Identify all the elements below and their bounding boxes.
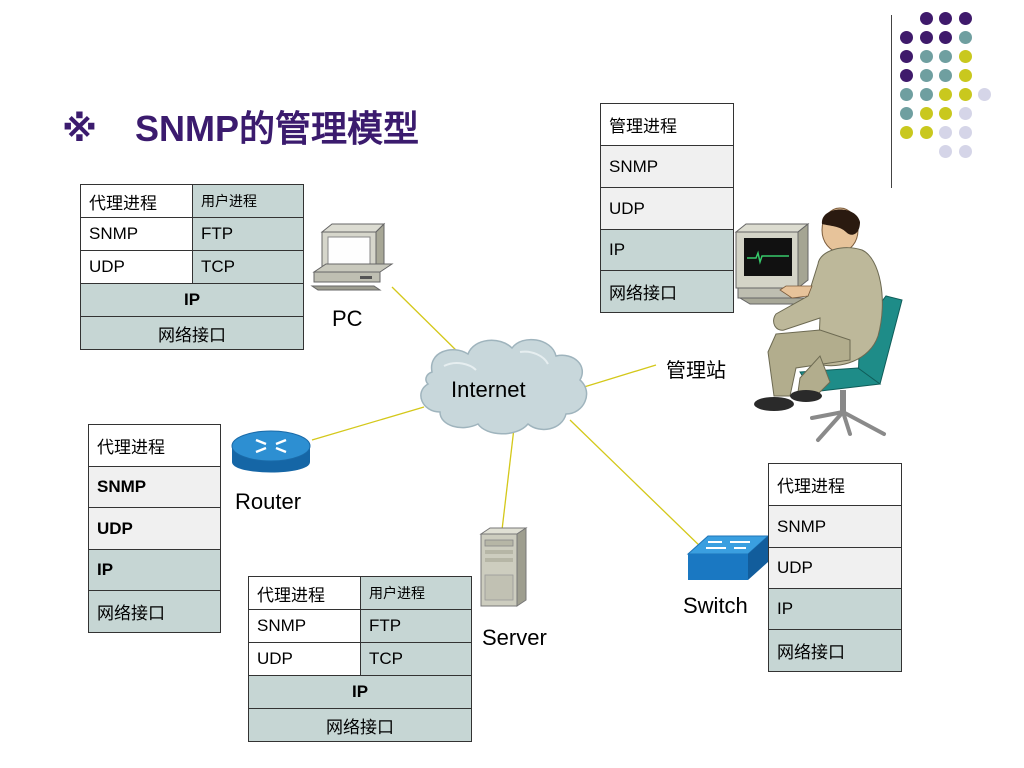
switch-icon bbox=[686, 535, 770, 580]
decorative-dot bbox=[919, 31, 933, 44]
reference-mark: ※ bbox=[62, 108, 97, 149]
manager-snmp: SNMP bbox=[600, 145, 734, 188]
decorative-dot bbox=[919, 69, 933, 82]
pc-ip: IP bbox=[80, 283, 304, 317]
server-udp: UDP bbox=[248, 642, 361, 676]
manager-workstation-icon bbox=[734, 207, 903, 442]
router-network-interface: 网络接口 bbox=[88, 590, 221, 633]
decorative-dot bbox=[900, 126, 913, 139]
decorative-dot bbox=[939, 126, 952, 139]
pc-user-process: 用户进程 bbox=[192, 184, 304, 218]
decorative-dot bbox=[939, 31, 952, 44]
pc-snmp: SNMP bbox=[80, 217, 193, 251]
decorative-dot bbox=[919, 50, 933, 63]
decorative-dot bbox=[900, 31, 913, 44]
decorative-dots bbox=[900, 12, 1010, 172]
internet-label: Internet bbox=[451, 377, 526, 402]
router-label: Router bbox=[235, 489, 302, 514]
decorative-dot bbox=[939, 50, 952, 63]
link-router bbox=[311, 406, 425, 441]
router-udp: UDP bbox=[88, 507, 221, 550]
pc-label: PC bbox=[332, 306, 363, 331]
decorative-dot bbox=[958, 50, 972, 63]
decorative-dot bbox=[900, 69, 913, 82]
server-protocol-stack: 代理进程 用户进程 SNMP FTP UDP TCP IP 网络接口 bbox=[248, 576, 472, 742]
decorative-dot bbox=[919, 107, 933, 120]
decorative-dot bbox=[919, 88, 933, 101]
switch-label: Switch bbox=[683, 593, 748, 618]
server-ftp: FTP bbox=[360, 609, 472, 643]
router-ip: IP bbox=[88, 549, 221, 591]
switch-udp: UDP bbox=[768, 547, 902, 589]
manager-udp: UDP bbox=[600, 187, 734, 230]
manager-process: 管理进程 bbox=[600, 103, 734, 146]
link-server bbox=[501, 427, 515, 531]
decorative-dot bbox=[900, 107, 913, 120]
link-switch bbox=[569, 419, 705, 551]
manager-network-interface: 网络接口 bbox=[600, 270, 734, 313]
decorative-dot bbox=[939, 12, 952, 25]
pc-udp: UDP bbox=[80, 250, 193, 284]
switch-agent-process: 代理进程 bbox=[768, 463, 902, 506]
server-ip: IP bbox=[248, 675, 472, 709]
pc-agent-process: 代理进程 bbox=[80, 184, 193, 218]
router-protocol-stack: 代理进程 SNMP UDP IP 网络接口 bbox=[88, 424, 221, 633]
server-icon bbox=[479, 527, 528, 607]
decorative-dot bbox=[900, 88, 913, 101]
title-text: SNMP的管理模型 bbox=[135, 108, 420, 149]
server-network-interface: 网络接口 bbox=[248, 708, 472, 742]
server-tcp: TCP bbox=[360, 642, 472, 676]
server-snmp: SNMP bbox=[248, 609, 361, 643]
pc-network-interface: 网络接口 bbox=[80, 316, 304, 350]
link-manager bbox=[583, 364, 657, 388]
divider-line bbox=[891, 15, 892, 188]
decorative-dot bbox=[939, 145, 952, 158]
switch-snmp: SNMP bbox=[768, 505, 902, 548]
pc-tcp: TCP bbox=[192, 250, 304, 284]
switch-protocol-stack: 代理进程 SNMP UDP IP 网络接口 bbox=[768, 463, 902, 672]
decorative-dot bbox=[958, 69, 972, 82]
server-agent-process: 代理进程 bbox=[248, 576, 361, 610]
router-snmp: SNMP bbox=[88, 466, 221, 508]
decorative-dot bbox=[958, 31, 972, 44]
page-title: ※ SNMP的管理模型 bbox=[62, 100, 419, 152]
decorative-dot bbox=[939, 107, 952, 120]
decorative-dot bbox=[978, 88, 991, 101]
switch-ip: IP bbox=[768, 588, 902, 630]
router-icon bbox=[231, 430, 311, 473]
server-label: Server bbox=[482, 625, 547, 650]
manager-protocol-stack: 管理进程 SNMP UDP IP 网络接口 bbox=[600, 103, 734, 313]
server-user-process: 用户进程 bbox=[360, 576, 472, 610]
decorative-dot bbox=[958, 88, 972, 101]
pc-icon bbox=[310, 222, 394, 291]
manager-label: 管理站 bbox=[666, 360, 726, 382]
decorative-dot bbox=[958, 12, 972, 25]
decorative-dot bbox=[939, 88, 952, 101]
pc-protocol-stack: 代理进程 用户进程 SNMP FTP UDP TCP IP 网络接口 bbox=[80, 184, 304, 350]
internet-cloud bbox=[420, 338, 588, 435]
decorative-dot bbox=[919, 12, 933, 25]
decorative-dot bbox=[900, 50, 913, 63]
decorative-dot bbox=[958, 126, 972, 139]
router-agent-process: 代理进程 bbox=[88, 424, 221, 467]
decorative-dot bbox=[939, 69, 952, 82]
decorative-dot bbox=[958, 107, 972, 120]
manager-ip: IP bbox=[600, 229, 734, 271]
decorative-dot bbox=[958, 145, 972, 158]
decorative-dot bbox=[919, 126, 933, 139]
link-pc bbox=[391, 286, 467, 361]
pc-ftp: FTP bbox=[192, 217, 304, 251]
switch-network-interface: 网络接口 bbox=[768, 629, 902, 672]
